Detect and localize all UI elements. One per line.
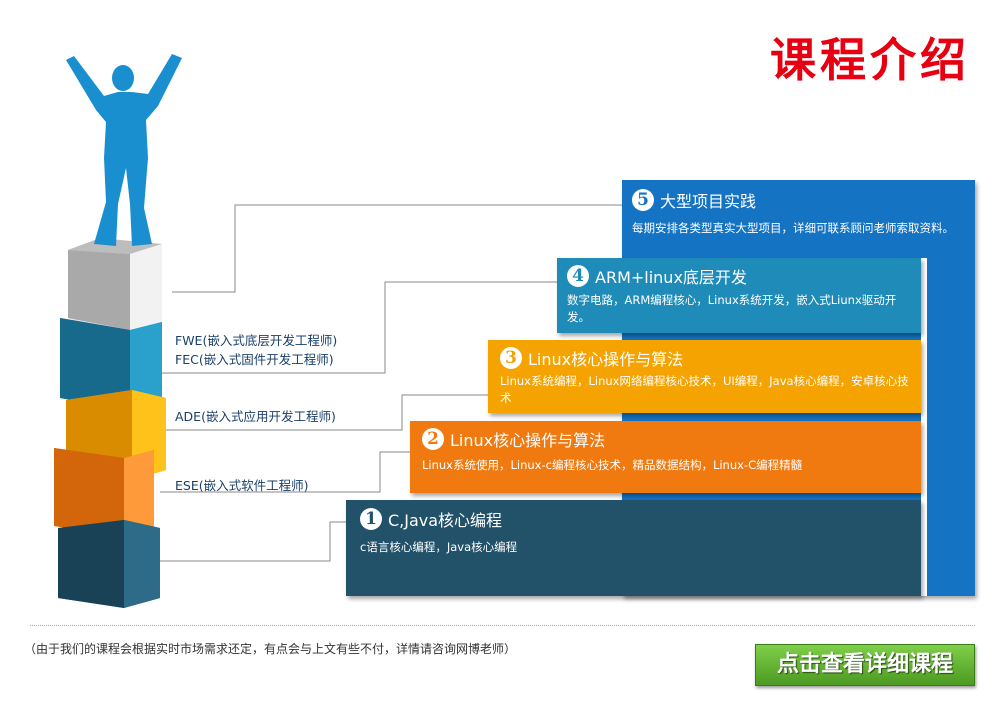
footnote: （由于我们的课程会根据实时市场需求还定，有点会与上文有些不付，详情请咨询网博老师… xyxy=(24,642,517,656)
stage-4-number-badge: 4 xyxy=(567,265,589,287)
stage-3-description: Linux系统编程，Linux网络编程核心技术，UI编程，Java核心编程，安卓… xyxy=(500,374,909,405)
stage-5-title: 大型项目实践 xyxy=(660,192,757,211)
stage-3-number-badge: 3 xyxy=(500,347,522,369)
stage-5-description: 每期安排各类型真实大型项目，详细可联系顾问老师索取资料。 xyxy=(632,221,954,235)
role-fec: FEC(嵌入式固件开发工程师) xyxy=(175,352,334,367)
stage-2-title: Linux核心操作与算法 xyxy=(450,431,606,450)
stage-3-title: Linux核心操作与算法 xyxy=(528,350,684,369)
divider xyxy=(30,625,975,626)
page-title: 课程介绍 xyxy=(770,33,970,87)
view-course-details-button[interactable]: 点击查看详细课程 xyxy=(755,644,975,686)
stage-2-card[interactable]: 2 Linux核心操作与算法 Linux系统使用，Linux-c编程核心技术，精品… xyxy=(410,421,921,493)
stage-5-inner-gap xyxy=(921,258,927,596)
cube-stack xyxy=(50,230,175,610)
stage-4-card[interactable]: 4 ARM+linux底层开发 数字电路，ARM编程核心，Linux系统开发，嵌入… xyxy=(557,258,921,333)
person-silhouette-icon xyxy=(60,48,190,258)
stage-3-card[interactable]: 3 Linux核心操作与算法 Linux系统编程，Linux网络编程核心技术，UI… xyxy=(488,340,921,413)
role-fwe: FWE(嵌入式底层开发工程师) xyxy=(175,333,338,348)
stage-1-card[interactable]: 1 C,Java核心编程 c语言核心编程，Java核心编程 xyxy=(346,500,921,596)
stage-2-description: Linux系统使用，Linux-c编程核心技术，精品数据结构，Linux-C编程… xyxy=(422,458,803,472)
stage-5-number-badge: 5 xyxy=(632,189,654,211)
stage-4-description: 数字电路，ARM编程核心，Linux系统开发，嵌入式Liunx驱动开发。 xyxy=(567,293,897,324)
stage-4-title: ARM+linux底层开发 xyxy=(595,268,747,287)
role-ade: ADE(嵌入式应用开发工程师) xyxy=(175,409,336,424)
stage-2-number-badge: 2 xyxy=(422,428,444,450)
stage-1-title: C,Java核心编程 xyxy=(388,511,503,530)
stage-1-description: c语言核心编程，Java核心编程 xyxy=(360,540,518,554)
cube-stack-graphic xyxy=(54,238,166,608)
stage-1-number-badge: 1 xyxy=(360,508,382,530)
role-ese: ESE(嵌入式软件工程师) xyxy=(175,478,309,493)
